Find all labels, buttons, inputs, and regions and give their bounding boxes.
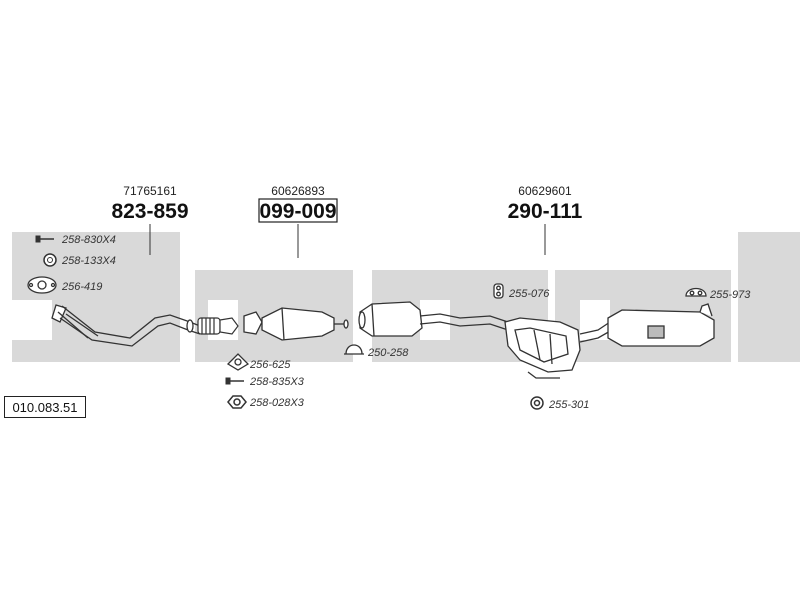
part-label-p7: 250-258 xyxy=(367,347,409,359)
part-label-p3: 256-419 xyxy=(61,281,102,293)
kit-number: 010.083.51 xyxy=(12,399,78,415)
part-label-p5: 258-835X3 xyxy=(249,376,305,388)
stud-icon xyxy=(225,377,244,385)
part-label-p1: 258-830X4 xyxy=(61,234,116,246)
dual-rear-silencer xyxy=(504,317,613,379)
nut-icon xyxy=(227,395,247,409)
rubber-ring-icon xyxy=(530,396,544,410)
rubber-mount-icon xyxy=(493,283,504,299)
kit-number-box: 010.083.51 xyxy=(4,396,86,418)
connecting-pipe xyxy=(419,313,509,331)
washer-icon xyxy=(43,253,57,267)
assembly-2-number-box xyxy=(258,198,338,223)
gasket-icon xyxy=(27,276,57,294)
assembly-1-number: 823-859 xyxy=(111,200,188,223)
rear-silencer xyxy=(607,303,715,347)
part-label-p2: 258-133X4 xyxy=(61,255,116,267)
part-label-p4: 256-625 xyxy=(249,359,291,371)
middle-silencer xyxy=(358,301,423,337)
triangle-gasket-icon xyxy=(226,353,250,371)
part-label-p9: 255-973 xyxy=(709,289,751,301)
assembly-3-number: 290-111 xyxy=(508,200,583,223)
hanger-icon xyxy=(685,287,707,297)
part-label-p10: 255-301 xyxy=(548,399,589,411)
part-label-p6: 258-028X3 xyxy=(249,397,305,409)
assembly-2-ref: 60626893 xyxy=(271,184,325,198)
bolt-icon xyxy=(35,235,54,243)
clamp-icon xyxy=(344,344,364,355)
part-label-p8: 255-076 xyxy=(508,288,550,300)
catalytic-converter xyxy=(243,307,349,341)
flex-pipe xyxy=(197,317,239,335)
assembly-3-ref: 60629601 xyxy=(518,184,572,198)
assembly-1-ref: 71765161 xyxy=(123,184,177,198)
front-pipe xyxy=(51,304,201,347)
assembly-2-number: 099-009 xyxy=(259,200,336,223)
